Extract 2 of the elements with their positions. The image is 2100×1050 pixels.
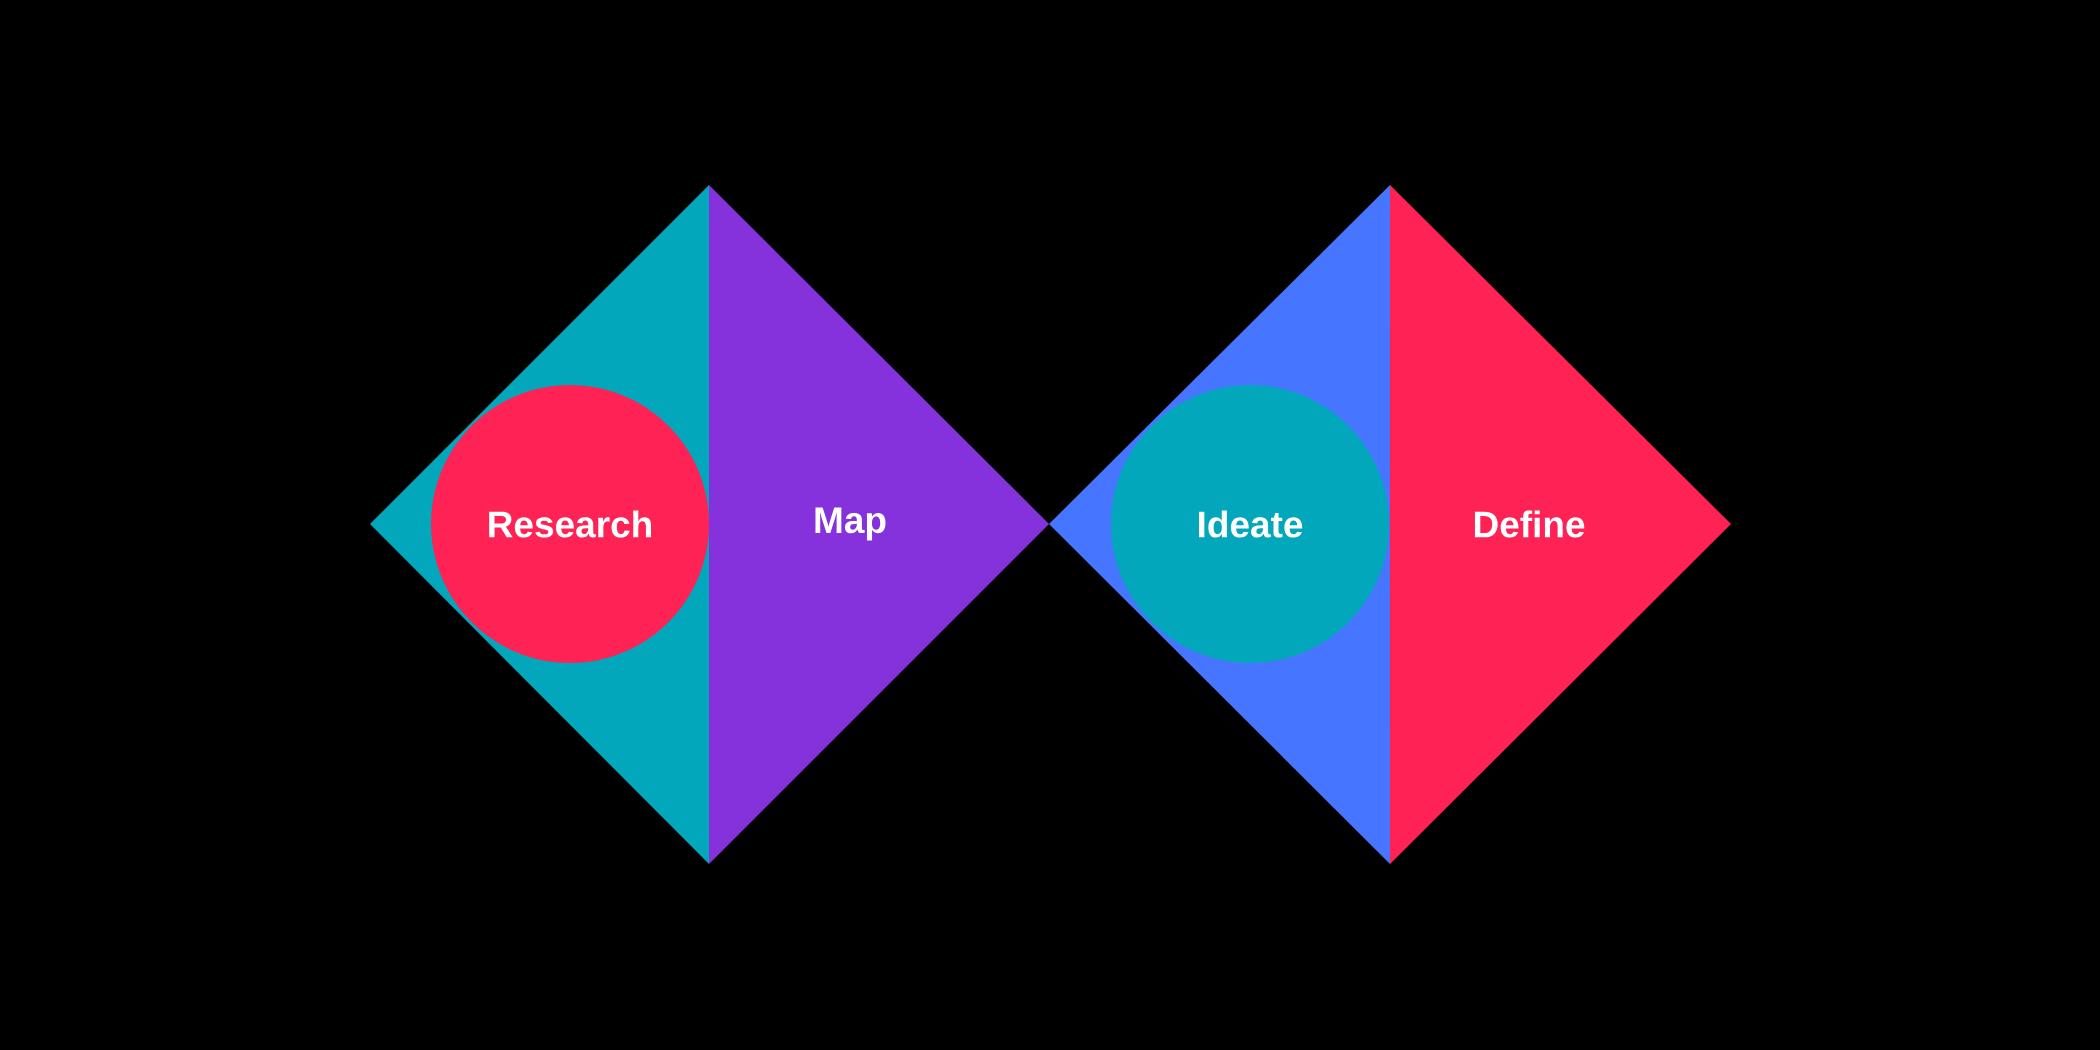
triangle: Define [1390, 185, 1731, 864]
triangle: Map [709, 185, 1049, 864]
